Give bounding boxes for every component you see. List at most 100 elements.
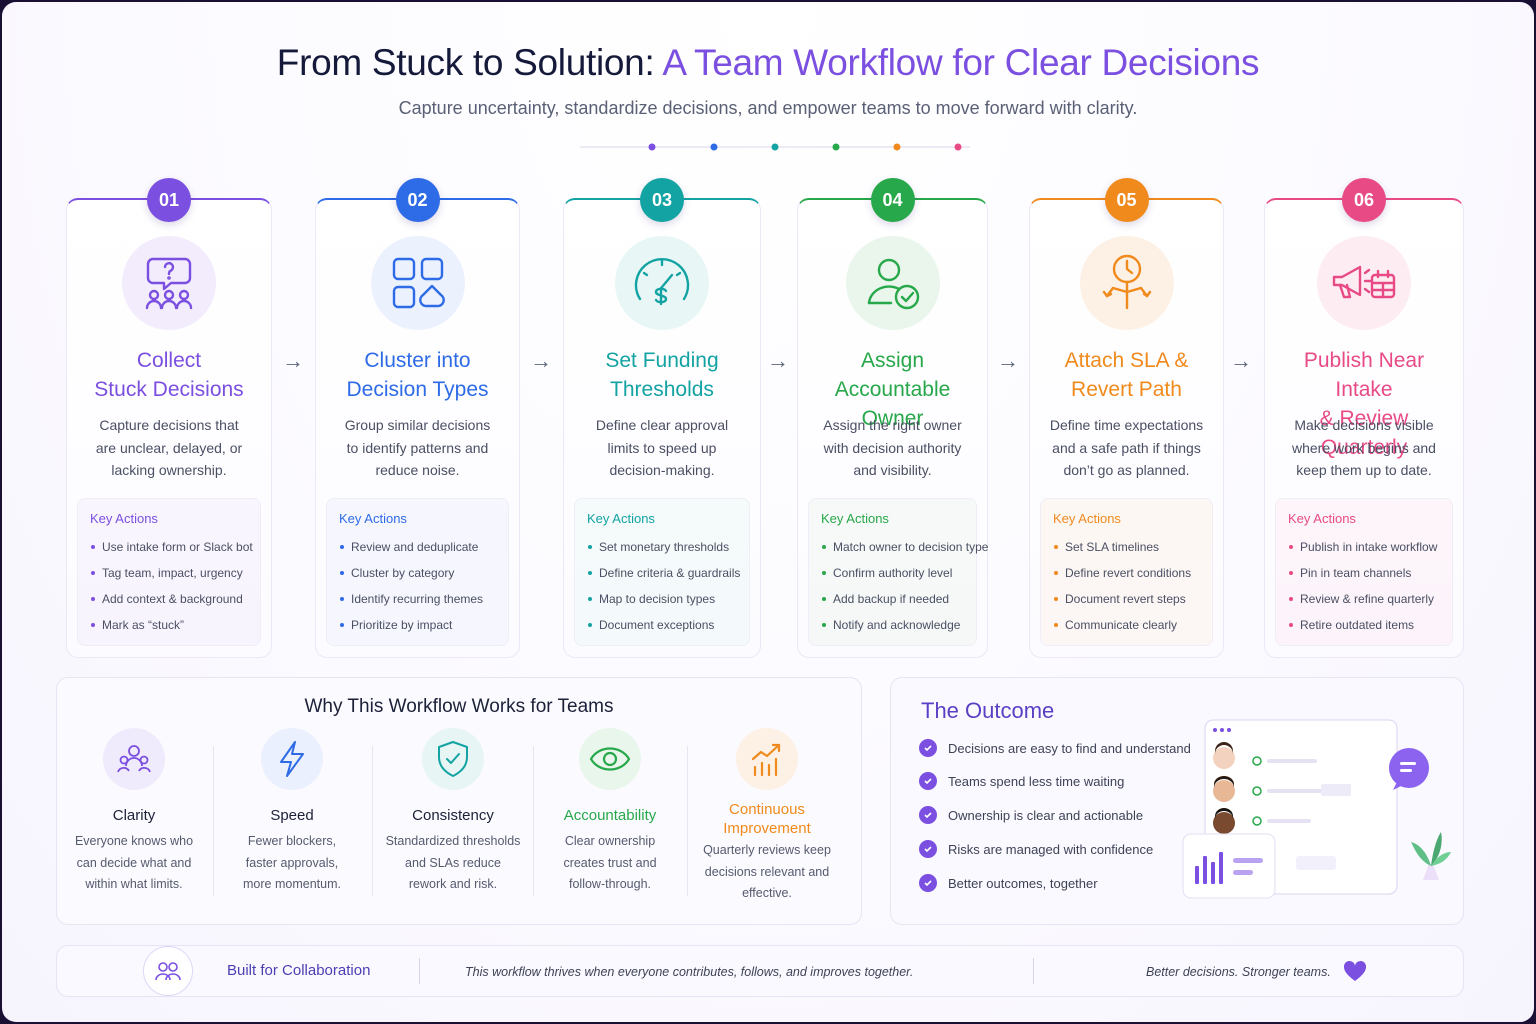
pillar-description: Quarterly reviews keep decisions relevan… (703, 843, 831, 900)
pillar-description: Clear ownership creates trust and follow… (563, 834, 657, 891)
divider (419, 958, 420, 984)
action-item: Pin in team channels (1288, 560, 1440, 586)
step-card-owner: 04 Assign Accountable Owner Assign the r… (797, 178, 988, 658)
action-item: Publish in intake workflow (1288, 534, 1440, 560)
team-icon (143, 946, 193, 996)
step-card-sla: 05 Attach SLA & Revert Path Define time … (1029, 178, 1224, 658)
shield-check-icon (422, 728, 484, 790)
action-item: Document exceptions (587, 612, 737, 638)
pillar-description: Fewer blockers, faster approvals, more m… (243, 834, 341, 891)
lightning-icon (261, 728, 323, 790)
grid-shapes-icon (370, 236, 465, 330)
title-accent: A Team Workflow for Clear Decisions (662, 42, 1260, 83)
dollar-gauge-icon (615, 236, 709, 330)
divider-dot (954, 143, 962, 151)
footer-label: Built for Collaboration (227, 962, 371, 979)
step-title: Publish Near Intake & Review Quarterly (1303, 349, 1425, 459)
outcome-text: Risks are managed with confidence (948, 841, 1154, 857)
divider (533, 746, 534, 896)
step-card-collect: 01 Collect Stuck Decisions Capture decis… (66, 178, 272, 658)
action-item: Map to decision types (587, 586, 737, 612)
arrow-right-icon: → (767, 348, 789, 373)
key-actions-panel: Key Actions Set monetary thresholds Defi… (574, 498, 750, 646)
action-item: Add context & background (90, 586, 248, 612)
step-number-badge: 03 (640, 178, 684, 222)
outcome-text: Decisions are easy to find and understan… (948, 740, 1191, 756)
step-card-cluster: 02 Cluster into Decision Types Group sim… (315, 178, 520, 658)
outcome-text: Better outcomes, together (948, 875, 1098, 891)
step-title: Assign Accountable Owner (834, 349, 951, 430)
page-subtitle: Capture uncertainty, standardize decisio… (398, 98, 1138, 118)
action-item: Review and deduplicate (339, 534, 496, 560)
divider-dot (710, 143, 718, 151)
key-actions-label: Key Actions (339, 511, 407, 526)
action-item: Document revert steps (1053, 586, 1200, 612)
dot-divider (580, 143, 970, 151)
action-item: Review & refine quarterly (1288, 586, 1440, 612)
question-team-icon (122, 236, 216, 330)
step-number-badge: 04 (870, 178, 915, 222)
pillar-clarity: Clarity Everyone knows who can decide wh… (59, 728, 209, 896)
key-actions-label: Key Actions (1288, 511, 1356, 526)
pillar-improvement: Continuous Improvement Quarterly reviews… (692, 728, 842, 905)
step-description: Assign the right owner with decision aut… (823, 417, 962, 478)
check-icon (919, 840, 937, 858)
action-item: Communicate clearly (1053, 612, 1200, 638)
step-title: Collect Stuck Decisions (94, 349, 244, 401)
action-item: Set SLA timelines (1053, 534, 1200, 560)
why-title: Why This Workflow Works for Teams (304, 696, 614, 717)
step-title: Set Funding Thresholds (605, 349, 719, 401)
arrow-right-icon: → (1230, 348, 1252, 373)
step-number-badge: 02 (395, 178, 440, 222)
step-description: Make decisions visible where work begins… (1292, 417, 1436, 478)
step-number-badge: 05 (1104, 178, 1149, 222)
action-item: Mark as “stuck” (90, 612, 248, 638)
step-description: Define time expectations and a safe path… (1049, 417, 1204, 478)
outcome-text: Teams spend less time waiting (948, 773, 1125, 789)
step-title: Attach SLA & Revert Path (1064, 349, 1189, 401)
outcome-title: The Outcome (921, 698, 1055, 723)
outcome-item: Risks are managed with confidence (919, 839, 1153, 859)
divider (213, 746, 214, 896)
action-item: Define revert conditions (1053, 560, 1200, 586)
action-item: Retire outdated items (1288, 612, 1440, 638)
divider (372, 746, 373, 896)
step-description: Define clear approval limits to speed up… (595, 417, 729, 478)
outcome-item: Better outcomes, together (919, 873, 1098, 893)
outcome-item: Teams spend less time waiting (919, 771, 1124, 791)
key-actions-panel: Key Actions Set SLA timelines Define rev… (1040, 498, 1213, 646)
user-check-icon (845, 236, 940, 330)
key-actions-label: Key Actions (821, 511, 889, 526)
clock-branch-icon (1079, 236, 1174, 330)
megaphone-calendar-icon (1317, 236, 1411, 330)
arrow-right-icon: → (997, 348, 1019, 373)
check-icon (919, 739, 937, 757)
outcome-panel: The Outcome Decisions are easy to find a… (890, 677, 1464, 925)
action-item: Use intake form or Slack bot (90, 534, 253, 560)
action-item: Define criteria & guardrails (587, 560, 740, 586)
divider-dot (893, 143, 901, 151)
action-item: Confirm authority level (821, 560, 964, 586)
outcome-item: Ownership is clear and actionable (919, 805, 1143, 825)
eye-icon (579, 728, 641, 790)
arrow-right-icon: → (530, 348, 552, 373)
pillar-accountability: Accountability Clear ownership creates t… (535, 728, 685, 896)
divider (687, 746, 688, 896)
step-card-publish: 06 Publish Near Intake & Review Quarterl… (1264, 178, 1464, 658)
action-item: Notify and acknowledge (821, 612, 964, 638)
key-actions-label: Key Actions (587, 511, 655, 526)
footer-tagline: Better decisions. Stronger teams. (1146, 965, 1331, 979)
title-main: From Stuck to Solution: (276, 42, 655, 83)
divider-dot (771, 143, 779, 151)
footer-bar: Built for Collaboration This workflow th… (56, 945, 1464, 997)
pillar-consistency: Consistency Standardized thresholds and … (378, 728, 528, 896)
action-item: Tag team, impact, urgency (90, 560, 248, 586)
key-actions-panel: Key Actions Use intake form or Slack bot… (77, 498, 261, 646)
page-title: From Stuck to Solution: A Team Workflow … (2, 42, 1534, 84)
action-item: Add backup if needed (821, 586, 964, 612)
pillar-title: Consistency (412, 807, 494, 824)
pillar-description: Everyone knows who can decide what and w… (74, 834, 194, 891)
divider-dot (832, 143, 840, 151)
pillar-title: Accountability (563, 807, 657, 824)
